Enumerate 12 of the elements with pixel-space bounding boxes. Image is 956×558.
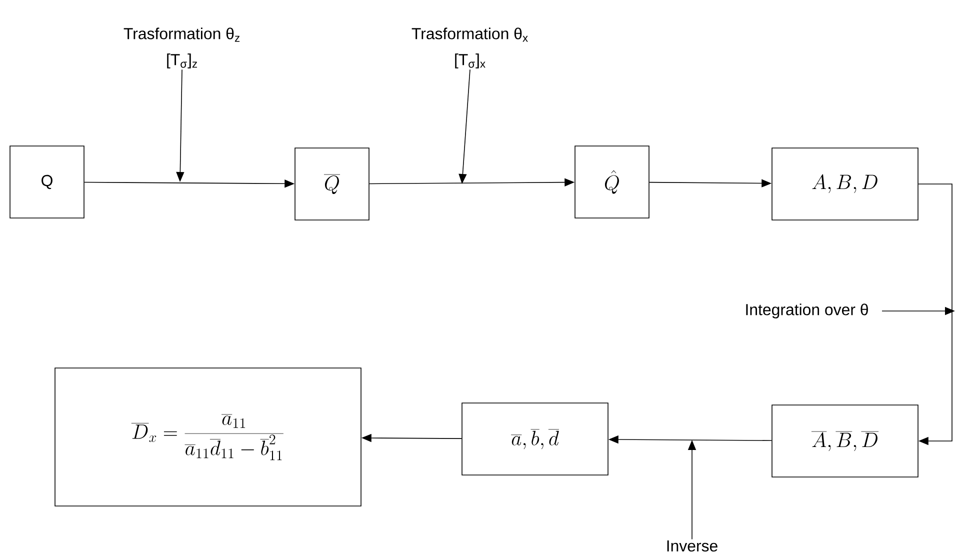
label-text: Integration over θ — [746, 304, 868, 318]
process-box: $A,B,D$ — [772, 148, 918, 220]
annotation-text: Trasformation θ$_{x}$ [T$_{σ}$]$_{x}$ — [412, 28, 528, 68]
annotation-text: Trasformation θ$_{z}$ [T$_{σ}$]$_{z}$ — [124, 28, 240, 68]
process-box: $\overline{Q}$ — [294, 148, 370, 220]
process-box: $\overline{a},\overline{b},\overline{d}$ — [462, 402, 608, 476]
process-box: $\hat{Q}$ — [574, 146, 650, 218]
process-box: $\overline{D}_{x} = \frac{\overline{a}_{11}}{\overline{a}_{11}\overline{d}_{11} - \overline{b}_{11}^{2}}$ — [54, 368, 362, 506]
annotation-text: Inverse — [667, 540, 718, 552]
process-box: $\overline{A},\overline{B},\overline{D}$ — [772, 404, 918, 478]
process-box: Q — [10, 146, 84, 218]
arrow — [918, 184, 952, 446]
